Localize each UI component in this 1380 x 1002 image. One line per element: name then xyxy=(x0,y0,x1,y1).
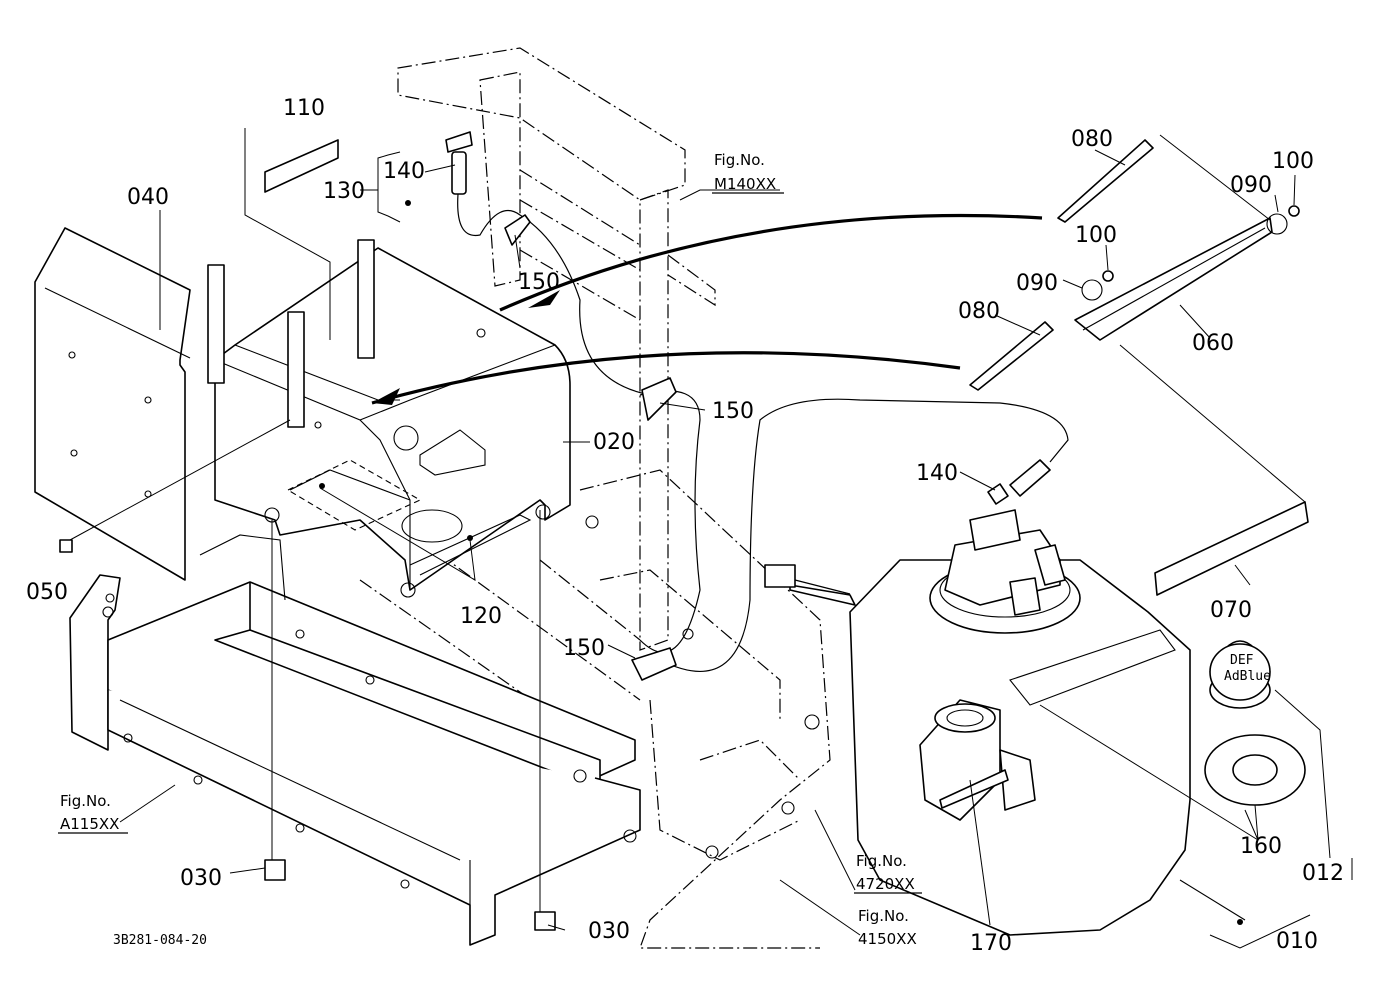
fig-m140-number: M140XX xyxy=(714,175,776,193)
support-frame xyxy=(69,534,641,946)
label-070-text: 070 xyxy=(1210,598,1252,623)
rods-and-strap xyxy=(969,134,1306,503)
label-090-left-text: 090 xyxy=(1016,271,1058,296)
label-130-text: 130 xyxy=(323,179,365,204)
label-150-low-text: 150 xyxy=(563,636,605,661)
fig-a115-label: Fig.No. xyxy=(60,792,111,810)
label-030-left-text: 030 xyxy=(180,866,222,891)
battery-bracket-020 xyxy=(207,239,571,591)
fig-4150-number: 4150XX xyxy=(858,930,917,948)
label-080-top-text: 080 xyxy=(1071,127,1113,152)
label-170-text: 170 xyxy=(970,931,1012,956)
fig-4150-label: Fig.No. xyxy=(858,907,909,925)
label-100-left-text: 100 xyxy=(1075,223,1117,248)
plate-120 xyxy=(286,459,473,541)
assembly-arrows xyxy=(371,213,1043,405)
fig-a115-number: A115XX xyxy=(60,815,119,833)
label-150-mid-text: 150 xyxy=(712,399,754,424)
label-140-top-text: 140 xyxy=(383,159,425,184)
label-160-text: 160 xyxy=(1240,834,1282,859)
label-070 xyxy=(1154,501,1309,596)
figure-refs: Fig.No. M140XX Fig.No. A115XX Fig.No. 47… xyxy=(58,151,922,948)
cap-text-def: DEF xyxy=(1230,653,1254,668)
connector-140 xyxy=(987,459,1051,505)
label-100-right-text: 100 xyxy=(1272,149,1314,174)
label-120-text: 120 xyxy=(460,604,502,629)
cap-text-adblue: AdBlue xyxy=(1224,669,1271,684)
fig-4720-label: Fig.No. xyxy=(856,852,907,870)
label-110-text: 110 xyxy=(283,96,325,121)
label-140-right-text: 140 xyxy=(916,461,958,486)
leader-lines xyxy=(69,149,1331,936)
harness-main xyxy=(631,377,1069,681)
drawing-code: 3B281-084-20 xyxy=(113,933,207,948)
battery-cover-040 xyxy=(34,227,191,581)
part-labels: 110 040 140 130 150 150 150 020 120 050 … xyxy=(26,96,1344,956)
label-010-text: 010 xyxy=(1276,929,1318,954)
label-060-text: 060 xyxy=(1192,331,1234,356)
frame-lower xyxy=(359,469,831,949)
label-110 xyxy=(244,128,339,340)
label-090-right-text: 090 xyxy=(1230,173,1272,198)
label-050-text: 050 xyxy=(26,580,68,605)
cap-012: DEF AdBlue xyxy=(1209,640,1271,709)
label-030-right-text: 030 xyxy=(588,919,630,944)
fig-m140-label: Fig.No. xyxy=(714,151,765,169)
label-080-low-text: 080 xyxy=(958,299,1000,324)
label-040-text: 040 xyxy=(127,185,169,210)
seal-160 xyxy=(1204,734,1306,806)
def-tank-010 xyxy=(764,509,1353,949)
frame-upper xyxy=(397,47,716,651)
label-020-text: 020 xyxy=(593,430,635,455)
label-012-text: 012 xyxy=(1302,861,1344,886)
fig-4720-number: 4720XX xyxy=(856,875,915,893)
label-150-top-text: 150 xyxy=(518,270,560,295)
harness-top xyxy=(377,131,651,396)
